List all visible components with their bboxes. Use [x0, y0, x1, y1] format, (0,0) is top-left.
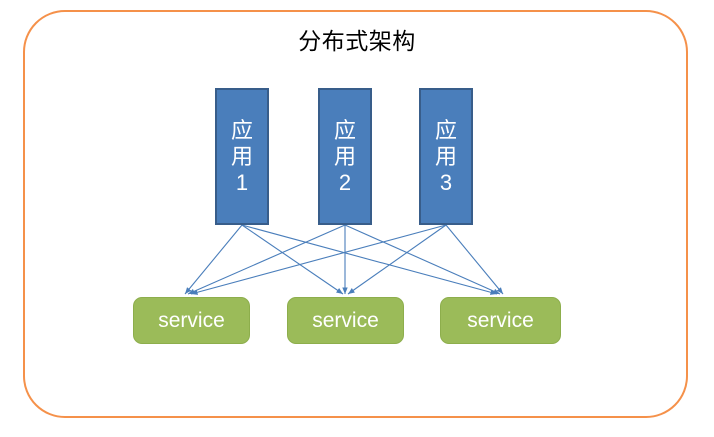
connector-app2-service3 [344, 224, 501, 295]
app-node-2-label: 应用2 [333, 117, 356, 195]
connector-app3-service1 [190, 224, 447, 295]
app-node-3[interactable]: 应用3 [419, 88, 473, 225]
connector-app1-service3 [241, 224, 498, 295]
page-title: 分布式架构 [298, 28, 416, 54]
connector-app3-service3 [445, 224, 504, 295]
service-node-1-label: service [158, 308, 225, 332]
connector-app1-service2 [241, 224, 344, 295]
app-node-1-label: 应用1 [230, 117, 253, 195]
app-node-2[interactable]: 应用2 [318, 88, 372, 225]
service-node-2[interactable]: service [287, 297, 404, 344]
connector-app2-service1 [187, 224, 346, 295]
service-node-3[interactable]: service [440, 297, 561, 344]
connector-app1-service1 [184, 224, 243, 295]
service-node-1[interactable]: service [133, 297, 250, 344]
app-node-1[interactable]: 应用1 [215, 88, 269, 225]
service-node-3-label: service [467, 308, 534, 332]
connector-app3-service2 [347, 224, 447, 295]
app-node-3-label: 应用3 [434, 117, 457, 195]
outer-frame-border [23, 10, 688, 418]
service-node-2-label: service [312, 308, 379, 332]
